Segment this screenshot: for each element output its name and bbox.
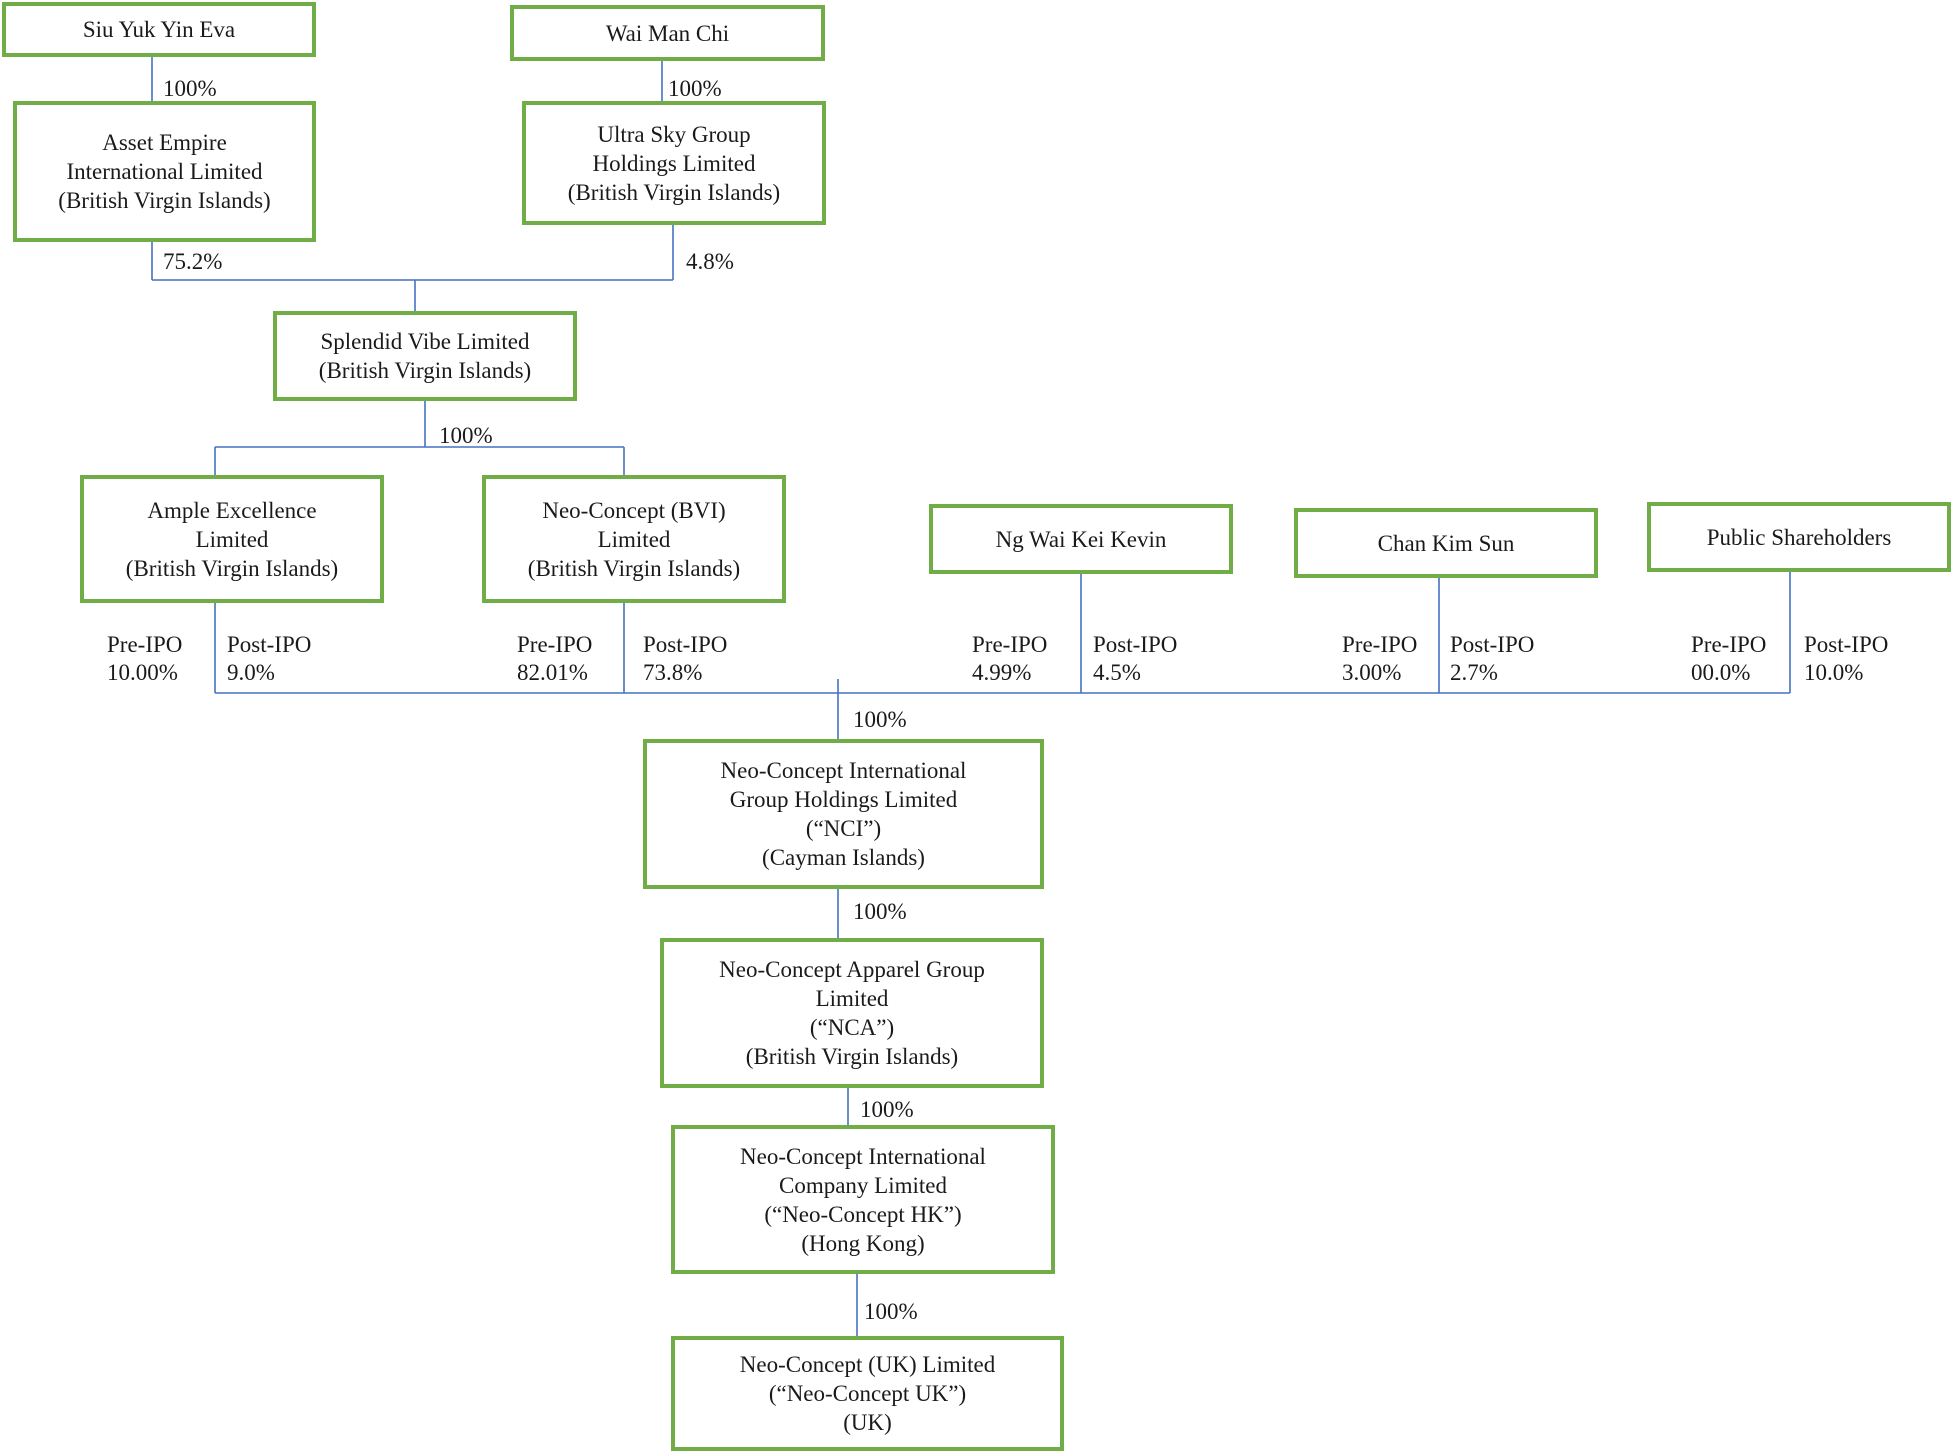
entity-ng-wai-kei-kevin: Ng Wai Kei Kevin (929, 504, 1233, 574)
text-line: (Hong Kong) (801, 1230, 925, 1256)
text-line: Post-IPO (227, 632, 312, 657)
text-line: (British Virgin Islands) (745, 1044, 959, 1069)
ownership-asset-to-splendid: 75.2% (163, 249, 223, 274)
text-line: Limited (815, 986, 889, 1011)
text-line: Public Shareholders (1706, 524, 1892, 550)
text-line: (British Virgin Islands) (527, 555, 741, 581)
text-line: (“Neo-Concept HK”) (764, 1201, 962, 1227)
text-line: Neo-Concept International (720, 758, 967, 783)
text-line: 73.8% (643, 660, 703, 685)
ownership-bvi-post-ipo: Post-IPO 73.8% (643, 631, 727, 687)
text-line: Ng Wai Kei Kevin (995, 526, 1167, 552)
entity-wai-man-chi: Wai Man Chi (510, 5, 825, 61)
text-line: Post-IPO (1450, 632, 1535, 657)
text-line: 3.00% (1342, 660, 1402, 685)
ownership-public-pre-ipo: Pre-IPO 00.0% (1691, 631, 1766, 687)
text-line: 00.0% (1691, 660, 1751, 685)
text-line: Pre-IPO (1342, 632, 1418, 657)
text-line: (British Virgin Islands) (58, 188, 271, 213)
text-line: Holdings Limited (592, 150, 756, 176)
entity-neo-concept-uk: Neo-Concept (UK) Limited (“Neo-Concept UK… (671, 1336, 1064, 1451)
ownership-ng-post-ipo: Post-IPO 4.5% (1093, 631, 1177, 687)
ownership-bvi-pre-ipo: Pre-IPO 82.01% (517, 631, 592, 687)
ownership-ample-post-ipo: Post-IPO 9.0% (227, 631, 311, 687)
text-line: (Cayman Islands) (762, 845, 925, 870)
text-line: Group Holdings Limited (729, 787, 958, 812)
text-line: Post-IPO (1804, 632, 1889, 657)
text-line: (“Neo-Concept UK”) (768, 1381, 967, 1406)
text-line: 9.0% (227, 660, 275, 685)
text-line: Chan Kim Sun (1377, 530, 1515, 556)
ownership-public-post-ipo: Post-IPO 10.0% (1804, 631, 1888, 687)
text-line: (British Virgin Islands) (318, 358, 532, 383)
text-line: Neo-Concept Apparel Group (719, 957, 985, 982)
ownership-siu-to-asset: 100% (163, 76, 217, 101)
text-line: Neo-Concept (BVI) (542, 497, 726, 523)
text-line: Ultra Sky Group (597, 121, 751, 147)
text-line: Post-IPO (643, 632, 728, 657)
entity-splendid-vibe: Splendid Vibe Limited (British Virgin Isl… (273, 311, 577, 401)
text-line: Pre-IPO (1691, 632, 1767, 657)
text-line: Limited (195, 526, 269, 552)
ownership-ample-pre-ipo: Pre-IPO 10.00% (107, 631, 182, 687)
entity-siu-yuk-yin-eva: Siu Yuk Yin Eva (2, 2, 316, 57)
text-line: Asset Empire (102, 130, 227, 155)
text-line: (“NCA”) (809, 1015, 895, 1040)
ownership-nci-to-nca: 100% (853, 899, 907, 924)
text-line: Post-IPO (1093, 632, 1178, 657)
text-line: International Limited (66, 159, 263, 184)
text-line: 4.99% (972, 660, 1032, 685)
text-line: Company Limited (778, 1172, 947, 1198)
text-line: 82.01% (517, 660, 588, 685)
text-line: 10.0% (1804, 660, 1864, 685)
ownership-chan-post-ipo: Post-IPO 2.7% (1450, 631, 1534, 687)
ownership-nca-to-hk: 100% (860, 1097, 914, 1122)
ownership-ultra-to-splendid: 4.8% (686, 249, 734, 274)
text-line: Neo-Concept International (740, 1143, 986, 1169)
ownership-to-nci: 100% (853, 707, 907, 732)
text-line: Pre-IPO (517, 632, 593, 657)
text-line: Splendid Vibe Limited (320, 329, 530, 354)
text-line: Neo-Concept (UK) Limited (739, 1352, 996, 1377)
ownership-wai-to-ultra: 100% (668, 76, 722, 101)
text-line: Pre-IPO (972, 632, 1048, 657)
text-line: (UK) (843, 1410, 892, 1435)
text-line: Siu Yuk Yin Eva (82, 17, 236, 42)
text-line: 2.7% (1450, 660, 1498, 685)
ownership-ng-pre-ipo: Pre-IPO 4.99% (972, 631, 1047, 687)
text-line: (“NCI”) (805, 816, 882, 841)
entity-chan-kim-sun: Chan Kim Sun (1294, 508, 1598, 578)
text-line: 4.5% (1093, 660, 1141, 685)
text-line: Pre-IPO (107, 632, 183, 657)
ownership-splendid-to-subs: 100% (439, 423, 493, 448)
entity-public-shareholders: Public Shareholders (1647, 502, 1951, 572)
ownership-hk-to-uk: 100% (864, 1299, 918, 1324)
text-line: Limited (597, 526, 671, 552)
text-line: Ample Excellence (147, 497, 317, 523)
text-line: 10.00% (107, 660, 178, 685)
text-line: (British Virgin Islands) (567, 179, 781, 205)
text-line: Wai Man Chi (605, 20, 730, 46)
entity-neo-concept-bvi: Neo-Concept (BVI) Limited (British Virgin … (482, 475, 786, 603)
ownership-chan-pre-ipo: Pre-IPO 3.00% (1342, 631, 1417, 687)
text-line: (British Virgin Islands) (125, 555, 339, 581)
